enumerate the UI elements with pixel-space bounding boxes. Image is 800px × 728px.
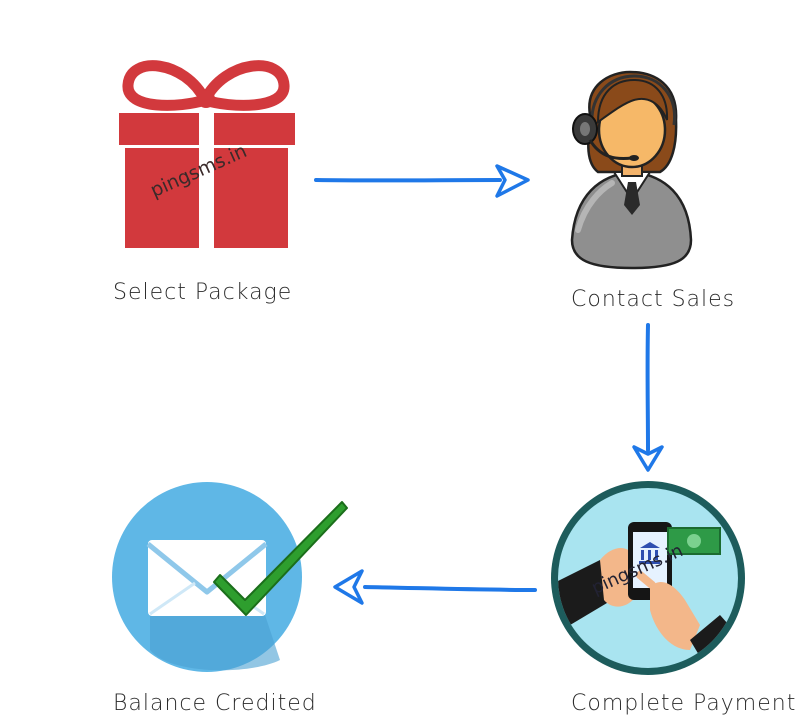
arrow-down <box>634 325 662 470</box>
arrow-right-1 <box>316 166 528 196</box>
mobile-payment-icon <box>540 481 760 690</box>
step-label-contact-sales: Contact Sales <box>571 287 735 312</box>
mail-check-icon <box>112 482 347 672</box>
support-agent-icon <box>572 72 691 268</box>
step-label-complete-payment: Complete Payment <box>571 691 796 716</box>
step-label-balance-credited: Balance Credited <box>113 691 317 716</box>
arrow-left <box>335 571 535 603</box>
step-label-select-package: Select Package <box>113 280 292 305</box>
